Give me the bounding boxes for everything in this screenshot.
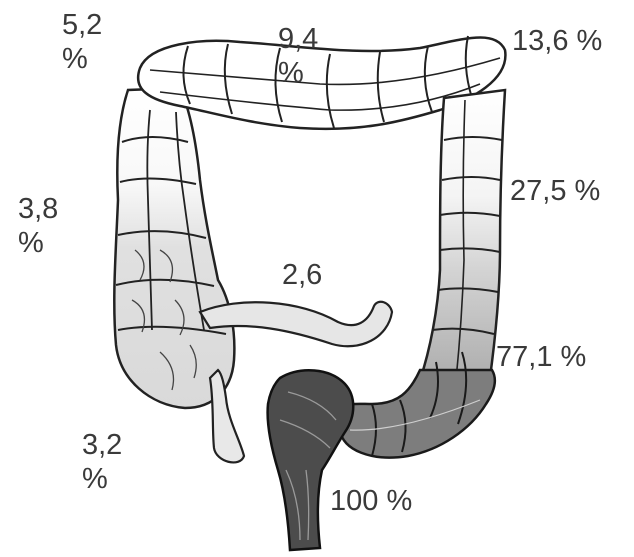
label-transverse-unit: % <box>278 56 318 90</box>
label-transverse: 9,4 % <box>278 22 318 90</box>
label-rectum: 100 % <box>330 484 412 518</box>
label-transverse-value: 9,4 <box>278 22 318 56</box>
label-cecum-value: 3,2 <box>82 428 122 462</box>
label-hepatic-flexure: 5,2 % <box>62 8 102 76</box>
label-cecum: 3,2 % <box>82 428 122 496</box>
descending-colon <box>420 90 505 392</box>
rectum <box>268 370 354 550</box>
label-ascending: 3,8 % <box>18 192 58 260</box>
label-ascending-value: 3,8 <box>18 192 58 226</box>
label-splenic-flexure: 13,6 % <box>512 24 602 58</box>
label-hepatic-flexure-unit: % <box>62 42 102 76</box>
label-cecum-unit: % <box>82 462 122 496</box>
label-sigmoid: 77,1 % <box>496 340 586 374</box>
ascending-colon <box>114 88 234 408</box>
label-descending: 27,5 % <box>510 174 600 208</box>
label-hepatic-flexure-value: 5,2 <box>62 8 102 42</box>
label-ascending-unit: % <box>18 226 58 260</box>
label-ileum: 2,6 <box>282 258 322 292</box>
